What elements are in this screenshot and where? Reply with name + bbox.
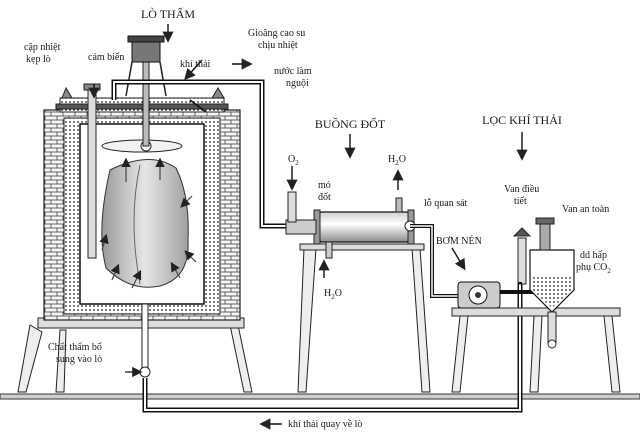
label-additive-1: Chất thấm bổ bbox=[48, 342, 102, 353]
gas-flow-arrows bbox=[99, 157, 197, 289]
workpiece bbox=[101, 159, 189, 288]
label-sensor: cảm biến bbox=[88, 52, 124, 63]
title-furnace: LÒ THẤM bbox=[141, 6, 195, 21]
control-valve bbox=[517, 237, 527, 285]
label-h2o-top: H2O bbox=[388, 154, 406, 167]
fan-motor bbox=[125, 35, 167, 97]
ground bbox=[0, 393, 640, 400]
title-burner: BUỒNG ĐỐT bbox=[315, 116, 386, 131]
label-cooling-water-1: nước làm bbox=[274, 66, 312, 77]
label-h2o-bottom: H2O bbox=[324, 288, 342, 301]
label-control-valve-1: Van điều bbox=[504, 184, 539, 195]
label-exhaust-gas: khí thải bbox=[180, 59, 210, 70]
burner-cylinder bbox=[317, 211, 411, 243]
label-compressor-pump: BƠM NÉN bbox=[436, 235, 482, 247]
exhaust-pipe bbox=[111, 79, 290, 229]
label-return-gas: khí thải quay về lò bbox=[288, 419, 362, 430]
burner bbox=[285, 191, 460, 393]
label-control-valve-2: tiết bbox=[514, 196, 527, 207]
safety-valve bbox=[539, 221, 551, 251]
label-burner-nozzle-2: đốt bbox=[318, 192, 331, 203]
label-gasket-1: Gioăng cao su bbox=[248, 28, 305, 39]
sensor-probe bbox=[87, 87, 97, 259]
label-burner-nozzle-1: mỏ bbox=[318, 180, 331, 191]
furnace bbox=[17, 35, 253, 393]
label-thermocouple-2: kẹp lò bbox=[26, 54, 51, 65]
compressor-pump bbox=[457, 281, 501, 309]
label-o2: O2 bbox=[288, 154, 299, 167]
label-co2-absorber-2: phụ CO2 bbox=[576, 262, 611, 275]
label-cooling-water-2: nguội bbox=[286, 78, 309, 89]
additive-valve bbox=[139, 366, 151, 378]
title-filter: LỌC KHÍ THẢI bbox=[482, 113, 562, 127]
label-gasket-2: chịu nhiệt bbox=[258, 40, 298, 51]
o2-inlet bbox=[287, 191, 297, 223]
filter-unit bbox=[451, 217, 621, 393]
return-pipe bbox=[142, 282, 523, 413]
label-thermocouple-1: cặp nhiệt bbox=[24, 42, 61, 53]
label-co2-absorber-1: dd hấp bbox=[580, 250, 607, 261]
label-safety-valve: Van an toàn bbox=[562, 204, 609, 215]
label-sight-hole: lỗ quan sát bbox=[424, 198, 468, 209]
arrows bbox=[88, 24, 528, 430]
label-additive-2: sung vào lò bbox=[56, 354, 102, 365]
